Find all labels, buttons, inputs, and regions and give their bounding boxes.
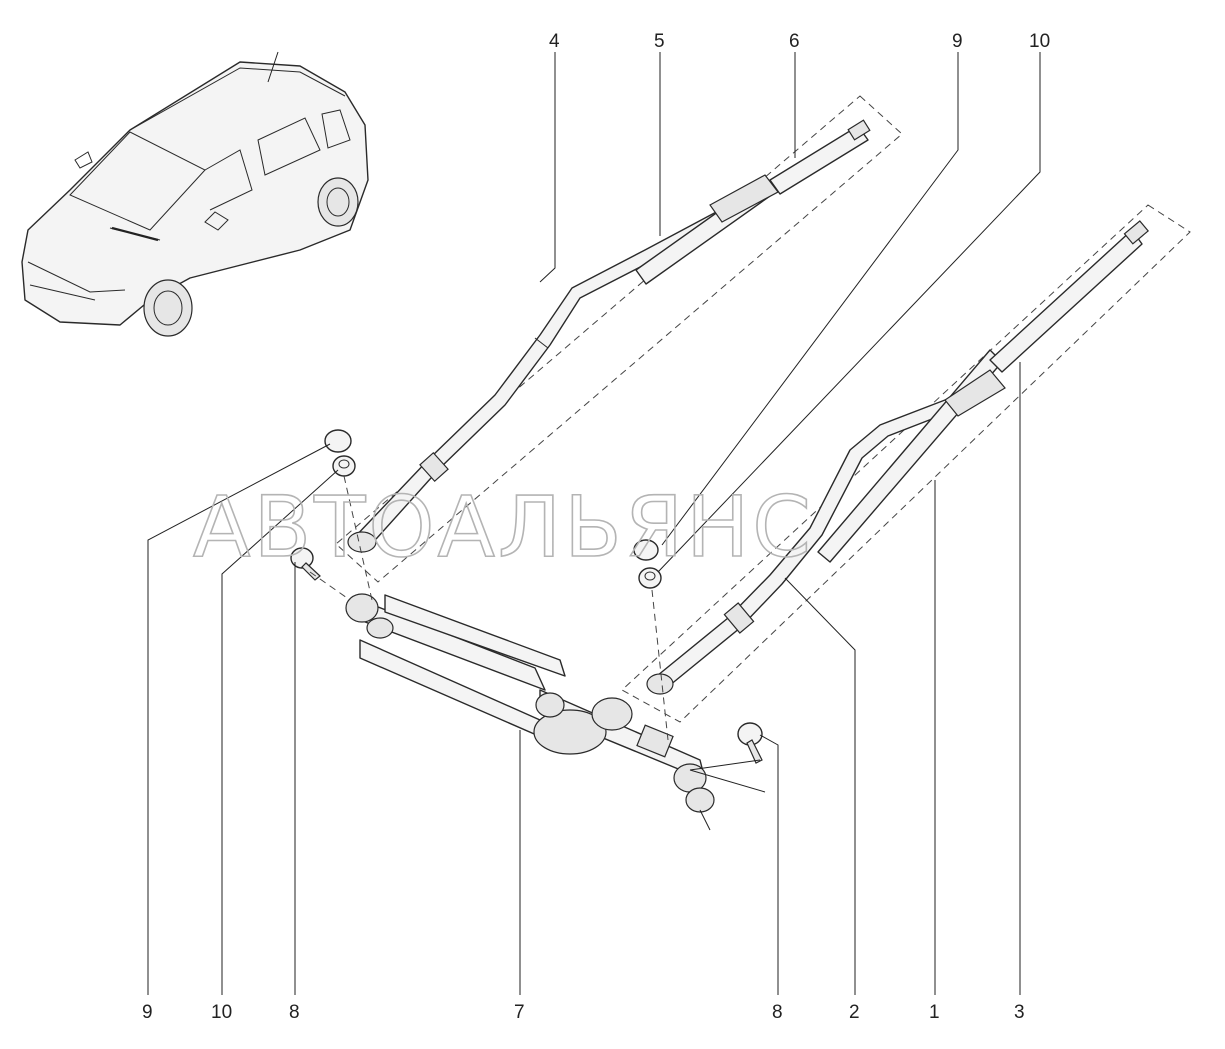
- left-wiper-blade-holder: [769, 119, 871, 195]
- cap-right: [633, 539, 659, 561]
- car-thumbnail: [21, 51, 369, 337]
- axis-bolt-left: [309, 571, 351, 601]
- callout-bottom-9: 9: [142, 1002, 153, 1023]
- right-wiper-blade-holder: [989, 220, 1150, 373]
- callout-top-5: 5: [654, 31, 665, 52]
- callout-bottom-8-right: 8: [772, 1002, 783, 1023]
- right-wiper-envelope: [621, 204, 1191, 723]
- left-wiper-blade: [635, 174, 779, 285]
- axis-right: [651, 589, 669, 741]
- callout-top-6: 6: [789, 31, 800, 52]
- callout-bottom-10: 10: [211, 1002, 232, 1023]
- cap-left: [324, 429, 352, 453]
- right-wiper-blade: [817, 349, 1006, 563]
- callout-top-4: 4: [549, 31, 560, 52]
- callout-bottom-7: 7: [514, 1002, 525, 1023]
- callout-top-10: 10: [1029, 31, 1050, 52]
- callout-bottom-3: 3: [1014, 1002, 1025, 1023]
- nut-left: [332, 455, 356, 477]
- callout-bottom-8-left: 8: [289, 1002, 300, 1023]
- watermark: АВТОАЛЬЯНС: [193, 478, 814, 576]
- callout-bottom-2: 2: [849, 1002, 860, 1023]
- nut-right: [638, 567, 662, 589]
- axis-left: [343, 475, 373, 601]
- leader-lines: [147, 52, 1041, 995]
- bolt-right-leaders: [689, 759, 766, 831]
- callout-numbers: 4 5 6 9 10 9 10 8 7 8 2 1 3: [142, 31, 1050, 1023]
- bolt-right: [737, 722, 763, 764]
- callout-top-9: 9: [952, 31, 963, 52]
- wiper-linkage-motor: [345, 593, 715, 813]
- callout-bottom-1: 1: [929, 1002, 940, 1023]
